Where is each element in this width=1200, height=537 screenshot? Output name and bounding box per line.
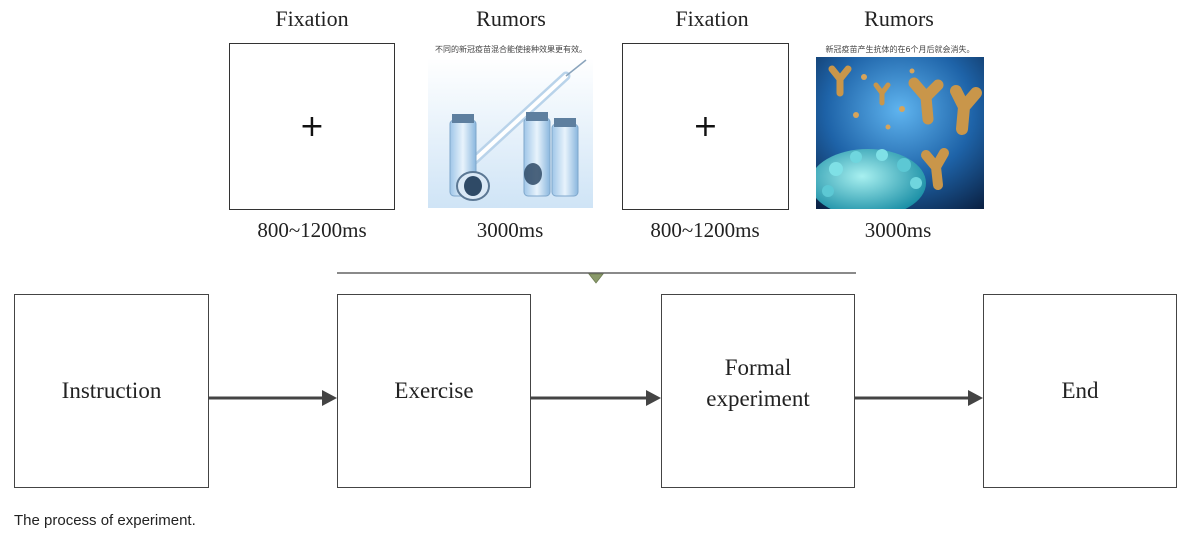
arrow-head-3-icon xyxy=(968,390,983,406)
stimulus-title-fixation-1: Fixation xyxy=(275,6,349,31)
vaccine-image xyxy=(428,58,593,208)
virus-icon xyxy=(816,149,926,209)
flow-label-instruction: Instruction xyxy=(61,378,162,404)
flow-box-exercise: Exercise xyxy=(337,294,531,488)
duration-label-2: 3000ms xyxy=(476,218,544,242)
syringe-icon xyxy=(463,59,587,171)
duration-label-4: 3000ms xyxy=(864,218,932,242)
figure-caption: The process of experiment. xyxy=(14,512,196,529)
vials-icon xyxy=(449,112,579,201)
antibody-icon xyxy=(828,65,982,190)
rumor-text-1: 不同的新冠疫苗混合能使接种效果更有效。 xyxy=(435,45,587,54)
stimulus-title-rumors-2: Rumors xyxy=(864,6,934,31)
stimulus-title-fixation-2: Fixation xyxy=(675,6,749,31)
flow-label-end: End xyxy=(1061,378,1099,404)
antibody-image xyxy=(816,57,984,209)
fixation-frame-1: + xyxy=(229,43,395,210)
duration-label-1: 800~1200ms xyxy=(257,218,367,242)
flow-box-formal-experiment: Formal experiment xyxy=(661,294,855,488)
stimulus-title-rumors-1: Rumors xyxy=(476,6,546,31)
flow-label-exercise: Exercise xyxy=(394,378,474,404)
duration-label-3: 800~1200ms xyxy=(650,218,760,242)
fixation-frame-2: + xyxy=(622,43,789,210)
fixation-cross-icon: + xyxy=(299,109,325,144)
arrow-head-1-icon xyxy=(322,390,337,406)
rumor-text-2: 新冠疫苗产生抗体的在6个月后就会消失。 xyxy=(825,45,975,54)
flow-label-formal-experiment: Formal experiment xyxy=(706,354,810,411)
bracket-marker-icon xyxy=(588,273,604,284)
fixation-cross-icon: + xyxy=(692,109,719,144)
flow-box-end: End xyxy=(983,294,1177,488)
flow-box-instruction: Instruction xyxy=(14,294,209,488)
arrow-head-2-icon xyxy=(646,390,661,406)
